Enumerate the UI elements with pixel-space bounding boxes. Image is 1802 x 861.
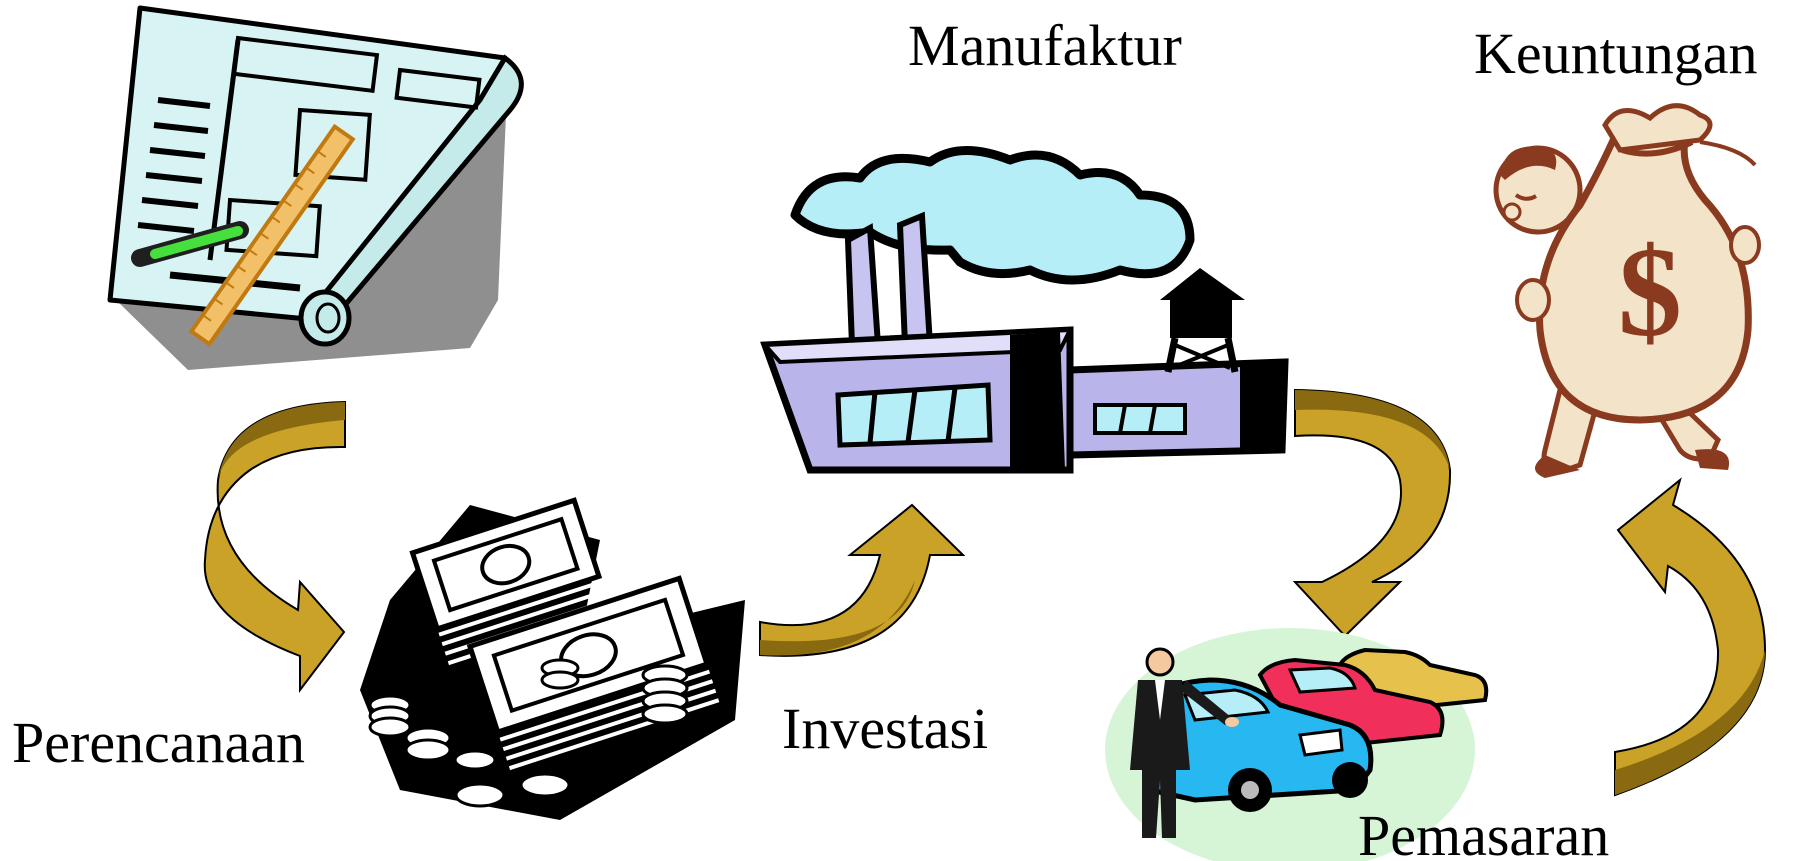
label-manufacturing: Manufaktur <box>908 13 1182 78</box>
label-marketing: Pemasaran <box>1358 803 1609 861</box>
factory-icon <box>760 146 1289 474</box>
money-stack-icon <box>360 497 745 820</box>
arrow-planning-to-investment <box>203 400 346 693</box>
arrow-marketing-to-profit <box>1614 477 1767 797</box>
car-dealer-icon <box>1105 628 1489 861</box>
label-profit: Keuntungan <box>1474 21 1758 86</box>
money-bag-icon: $ <box>1493 103 1761 478</box>
arrow-investment-to-manufacturing <box>759 503 966 657</box>
blueprint-icon <box>107 5 524 370</box>
label-planning: Perencanaan <box>12 710 305 775</box>
dollar-sign: $ <box>1618 221 1682 363</box>
label-investment: Investasi <box>782 696 988 761</box>
arrow-manufacturing-to-marketing <box>1292 388 1452 638</box>
